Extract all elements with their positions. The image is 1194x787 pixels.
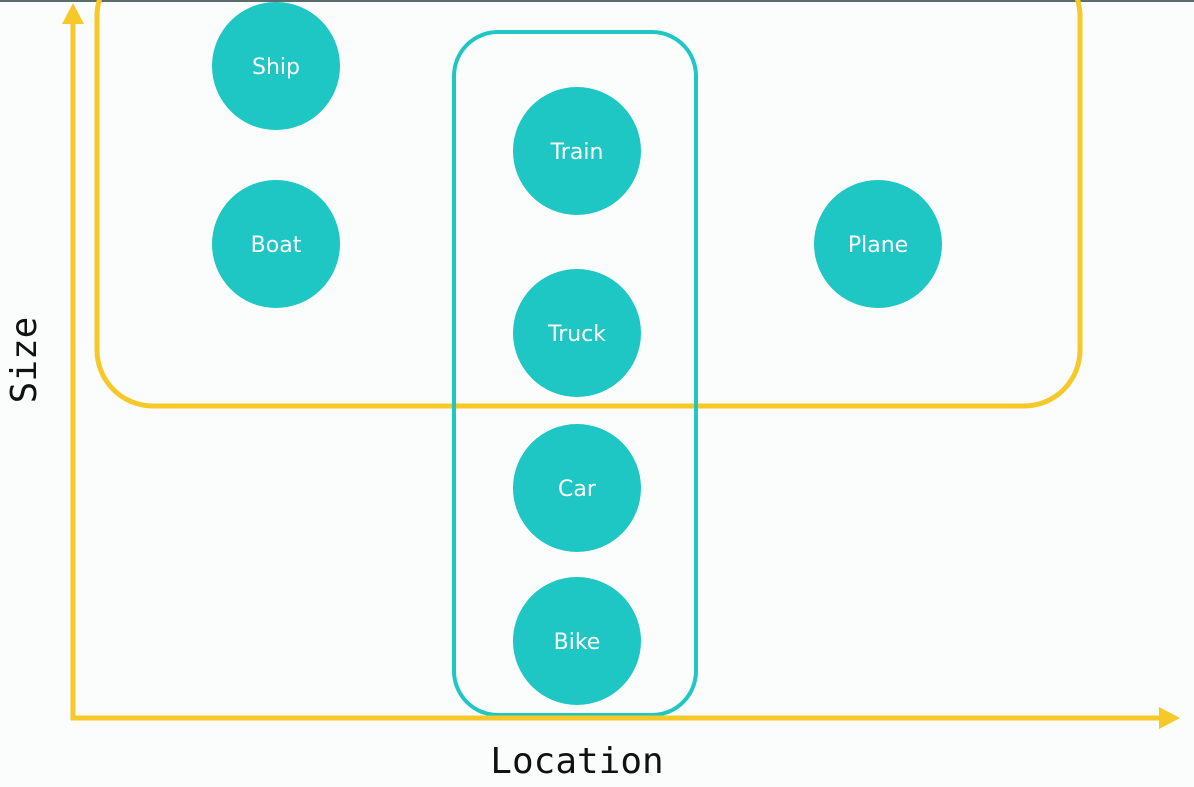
node-label: Train: [550, 140, 604, 165]
y-axis-arrowhead: [62, 3, 84, 24]
node-truck: Truck: [513, 269, 641, 397]
top-border-line: [0, 0, 1194, 2]
node-plane: Plane: [814, 180, 942, 308]
node-car: Car: [513, 424, 641, 552]
large-vehicles-group-outline: [94, 0, 1083, 409]
node-label: Car: [558, 477, 597, 502]
x-axis-label: Location: [490, 741, 663, 782]
node-label: Plane: [848, 233, 908, 258]
node-train: Train: [513, 87, 641, 215]
node-label: Boat: [251, 233, 302, 258]
x-axis-arrowhead: [1159, 707, 1180, 729]
node-label: Ship: [252, 55, 300, 80]
y-axis-label: Size: [4, 317, 45, 404]
node-label: Truck: [547, 322, 606, 347]
node-bike: Bike: [513, 577, 641, 705]
node-ship: Ship: [212, 2, 340, 130]
node-boat: Boat: [212, 180, 340, 308]
land-vehicles-group-outline: [452, 30, 698, 717]
node-label: Bike: [554, 630, 601, 655]
